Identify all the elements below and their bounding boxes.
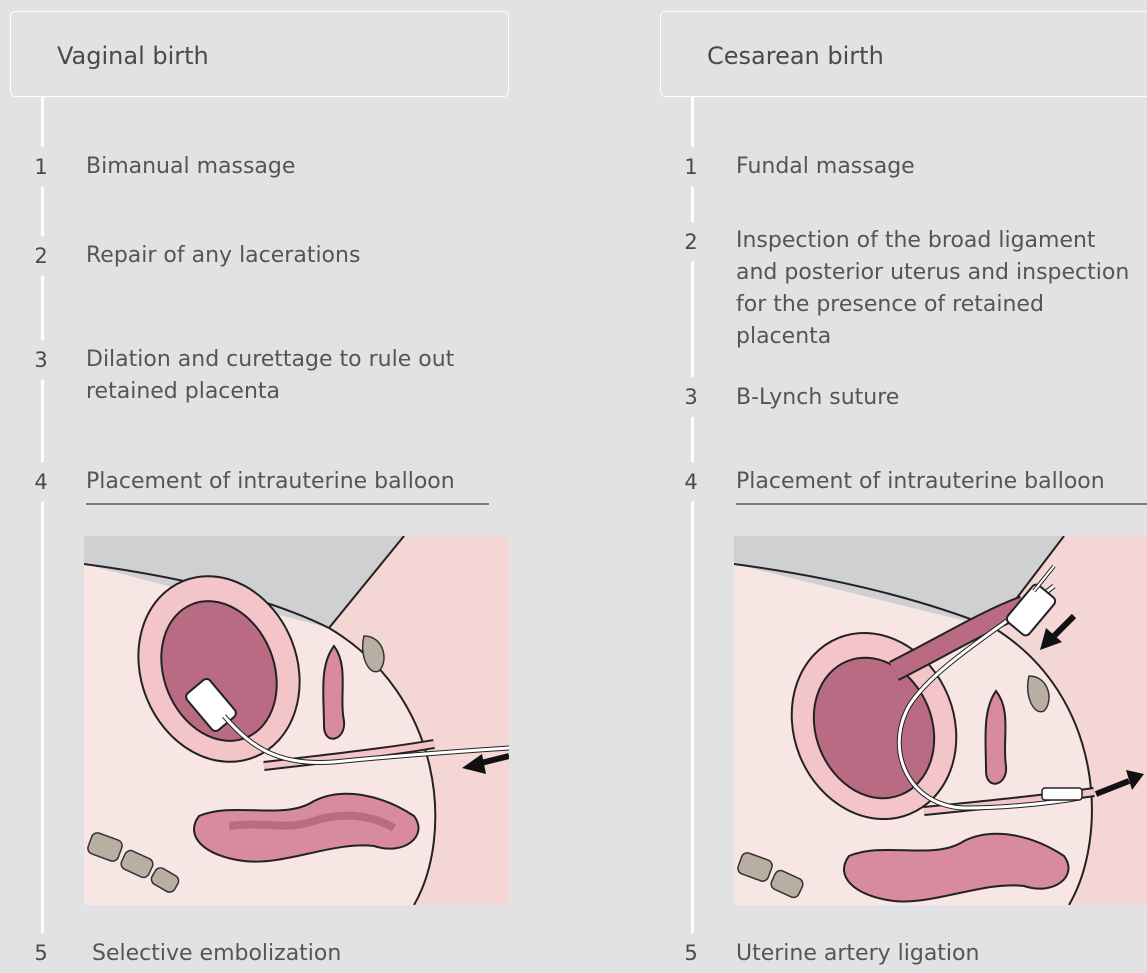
cesarean-birth-title: Cesarean birth [707, 42, 884, 70]
step-number: 3 [21, 340, 61, 380]
step-text: Selective embolization [92, 938, 512, 970]
vaginal-balloon-illustration [84, 536, 509, 905]
cesarean-balloon-illustration [734, 536, 1147, 905]
step-number: 5 [21, 933, 61, 973]
step-text: Repair of any lacerations [86, 240, 506, 272]
step-text: B-Lynch suture [736, 382, 1136, 414]
step-number: 3 [671, 377, 711, 417]
step-number: 4 [21, 462, 61, 502]
cesarean-birth-header: Cesarean birth [660, 11, 1147, 97]
step-number: 4 [671, 462, 711, 502]
step-number: 1 [21, 147, 61, 187]
cesarean-birth-column: Cesarean birth 1 Fundal massage 2 Inspec… [650, 0, 1147, 972]
step-text: Fundal massage [736, 151, 1147, 183]
step-text: Placement of intrauterine balloon [736, 466, 1147, 498]
step-text: Dilation and curettage to rule out retai… [86, 344, 506, 408]
timeline-line [41, 97, 44, 957]
step-number: 2 [671, 222, 711, 262]
step-number: 2 [21, 236, 61, 276]
step-underline [86, 503, 489, 505]
vaginal-birth-header: Vaginal birth [10, 11, 509, 97]
step-number: 5 [671, 933, 711, 973]
step-text: Placement of intrauterine balloon [86, 466, 506, 498]
step-underline [736, 503, 1147, 505]
step-text: Inspection of the broad ligament and pos… [736, 225, 1141, 353]
step-text: Bimanual massage [86, 151, 506, 183]
step-text: Uterine artery ligation [736, 938, 1136, 970]
step-number: 1 [671, 147, 711, 187]
vaginal-birth-column: Vaginal birth 1 Bimanual massage 2 Repai… [0, 0, 560, 972]
vaginal-birth-title: Vaginal birth [57, 42, 209, 70]
